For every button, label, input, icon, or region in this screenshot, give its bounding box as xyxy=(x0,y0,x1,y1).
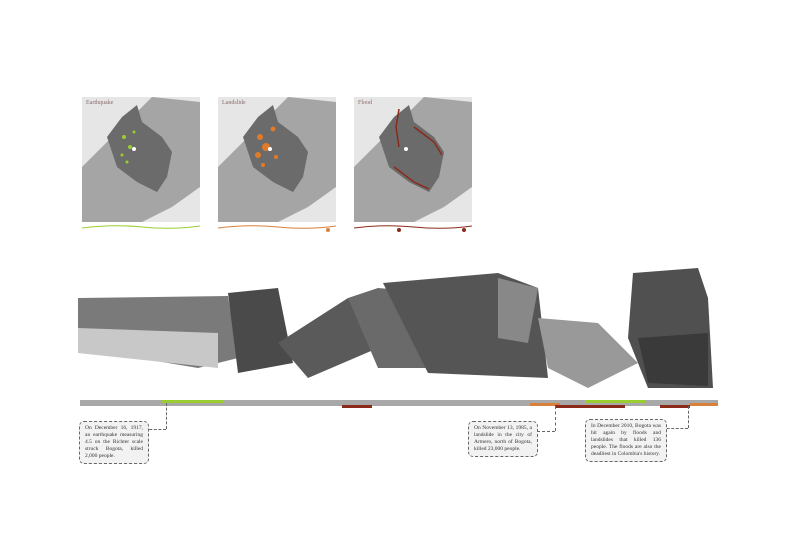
disaster-photo-collage xyxy=(78,268,713,388)
annotation-flood-2010: In December 2010, Bogota was hit again b… xyxy=(585,419,667,462)
timeline-segment-landslide xyxy=(530,403,560,406)
leader-line xyxy=(140,429,166,430)
map-title: Earthquake xyxy=(86,100,114,106)
map-title: Flood xyxy=(358,100,373,106)
leader-line xyxy=(688,406,689,428)
leader-line xyxy=(555,406,556,431)
map-landslide: Landslide xyxy=(218,97,336,222)
timeline-segment-flood xyxy=(555,405,625,408)
leader-line xyxy=(662,428,688,429)
timeline-bar xyxy=(80,400,718,408)
timeline-segment-flood xyxy=(342,405,372,408)
map-flood: Flood xyxy=(354,97,472,222)
map-title: Landslide xyxy=(222,100,246,106)
leader-line xyxy=(537,431,555,432)
map-timeline-landslide xyxy=(218,225,336,232)
timeline-segment-earthquake xyxy=(585,400,645,403)
timeline-segment-landslide xyxy=(690,403,718,406)
annotation-earthquake-1917: On December 16, 1917, an earthquake meas… xyxy=(79,421,149,464)
timeline-segment-earthquake xyxy=(162,400,224,403)
colombia-map xyxy=(82,97,200,222)
timeline-segment-flood xyxy=(660,405,690,408)
map-timeline-earthquake xyxy=(82,225,200,229)
leader-line xyxy=(166,403,167,429)
map-earthquake: Earthquake xyxy=(82,97,200,222)
annotation-landslide-1985: On November 13, 1985, a landslide in the… xyxy=(468,421,538,457)
map-timeline-flood xyxy=(354,225,472,232)
colombia-map xyxy=(218,97,336,222)
colombia-map xyxy=(354,97,472,222)
